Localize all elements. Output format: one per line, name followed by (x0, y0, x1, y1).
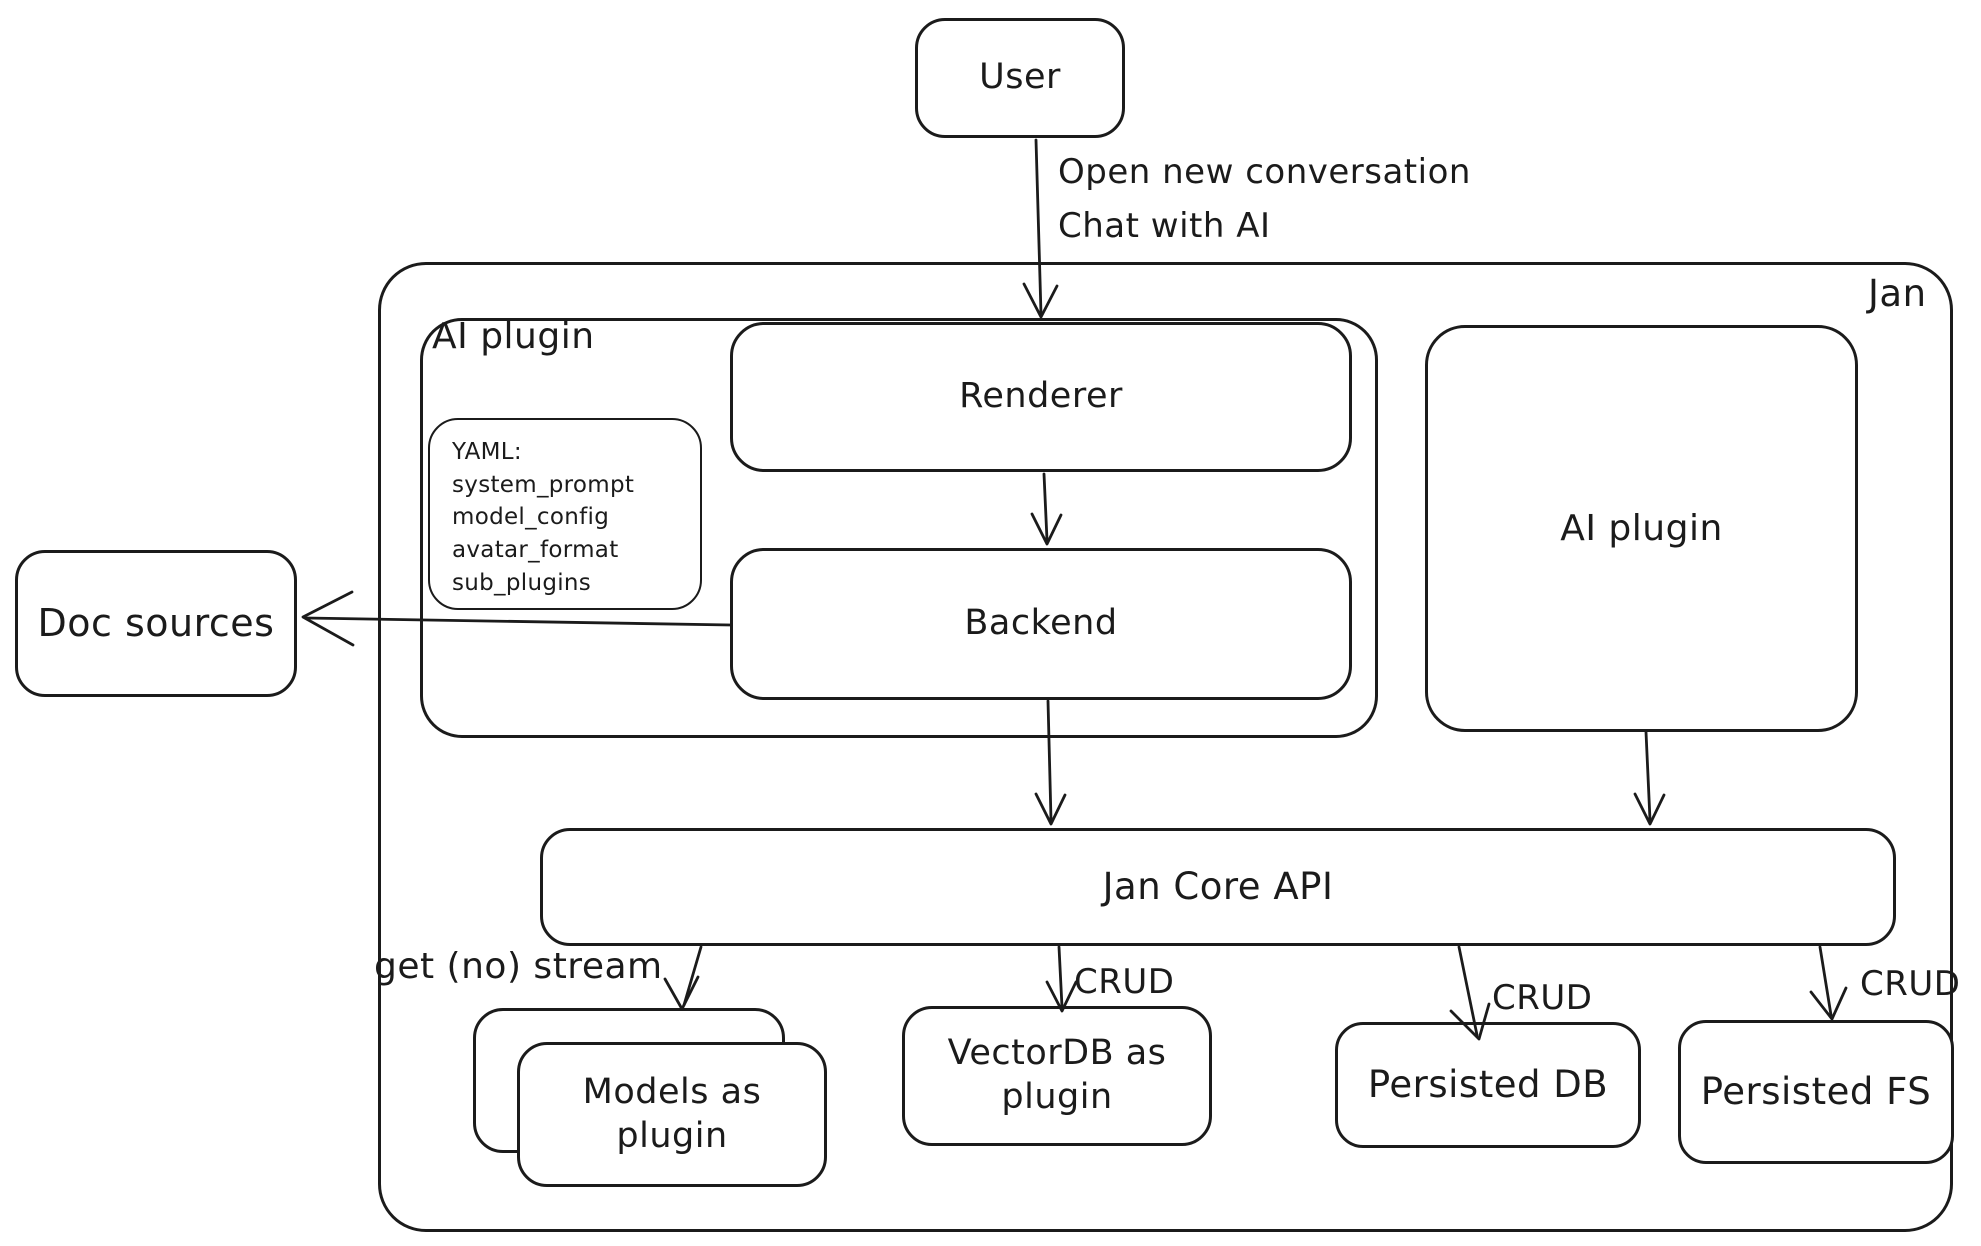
edge-label-crud-persisted-fs: CRUD (1860, 964, 1961, 1004)
jan-core-api-node: Jan Core API (540, 828, 1896, 946)
yaml-note-line: system_prompt (452, 471, 635, 498)
vectordb-as-plugin-label: VectorDB as plugin (947, 1033, 1167, 1117)
ai-plugin-node: AI plugin (1425, 325, 1858, 732)
vectordb-as-plugin-node: VectorDB as plugin (902, 1006, 1212, 1146)
user-node-label: User (979, 57, 1061, 98)
edge-label-crud-vectordb: CRUD (1074, 962, 1175, 1002)
renderer-node: Renderer (730, 322, 1352, 472)
ai-plugin-node-label: AI plugin (1560, 508, 1723, 549)
doc-sources-node: Doc sources (15, 550, 297, 697)
user-node: User (915, 18, 1125, 138)
persisted-db-node: Persisted DB (1335, 1022, 1641, 1148)
backend-node-label: Backend (964, 603, 1118, 644)
yaml-note: YAML: system_prompt model_config avatar_… (428, 418, 702, 610)
edge-label-open-new-conversation: Open new conversation (1058, 152, 1471, 192)
arrowhead-backend-to-doc-sources (301, 590, 355, 647)
edge-label-get-no-stream: get (no) stream (374, 946, 663, 987)
edge-label-chat-with-ai: Chat with AI (1058, 206, 1271, 246)
doc-sources-node-label: Doc sources (37, 600, 275, 645)
ai-plugin-group-label: AI plugin (432, 316, 595, 357)
yaml-note-line: avatar_format (452, 536, 619, 563)
persisted-fs-node: Persisted FS (1678, 1020, 1954, 1164)
models-as-plugin-node: Models as plugin (517, 1042, 827, 1187)
models-as-plugin-label: Models as plugin (582, 1071, 762, 1156)
persisted-db-label: Persisted DB (1367, 1062, 1609, 1106)
yaml-note-line: sub_plugins (452, 569, 592, 596)
jan-core-api-node-label: Jan Core API (1102, 864, 1334, 908)
renderer-node-label: Renderer (959, 376, 1123, 417)
edge-label-crud-persisted-db: CRUD (1492, 978, 1593, 1018)
jan-container-label: Jan (1868, 272, 1927, 315)
backend-node: Backend (730, 548, 1352, 700)
yaml-note-line: YAML: (452, 439, 522, 465)
persisted-fs-label: Persisted FS (1700, 1069, 1932, 1113)
yaml-note-line: model_config (452, 504, 610, 531)
